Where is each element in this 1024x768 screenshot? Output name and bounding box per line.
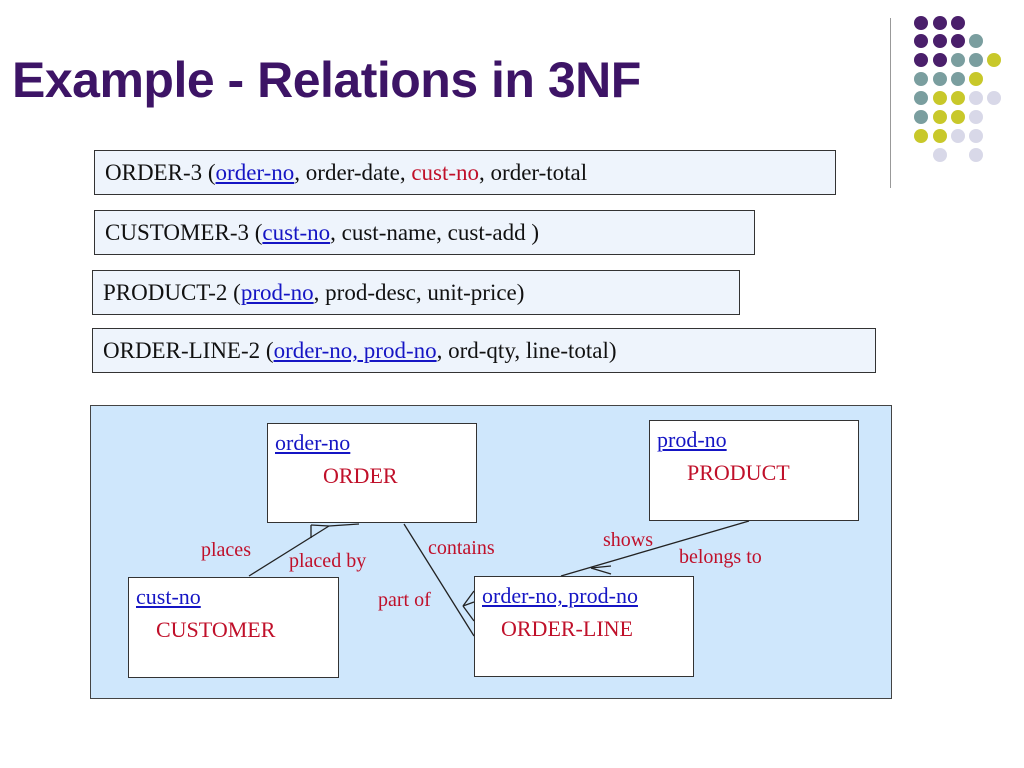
primary-key: order-no [215,160,295,185]
decorative-dot [969,72,983,86]
decorative-dot [969,91,983,105]
relation-name: ORDER-LINE-2 [103,338,261,363]
entity-customer: cust-no CUSTOMER [128,577,339,678]
decorative-dot [933,53,947,67]
decorative-dot [914,16,928,30]
attribute: order-date [305,160,400,185]
crowsfoot-orderline-2 [462,601,475,607]
entity-name: ORDER [323,463,398,488]
decorative-divider [890,18,891,188]
relationship-label-placed-by: placed by [289,550,367,572]
decorative-dot [914,110,928,124]
decorative-dot [914,34,928,48]
line-order-orderline [403,523,475,637]
relation-customer-3: CUSTOMER-3 (cust-no, cust-name, cust-add… [94,210,755,255]
primary-key: cust-no [262,220,331,245]
decorative-dot [933,91,947,105]
er-diagram: order-no ORDER prod-no PRODUCT cust-no C… [90,405,892,699]
relation-order-line-2: ORDER-LINE-2 (order-no, prod-no, ord-qty… [92,328,876,373]
entity-key: order-no, prod-no [482,583,638,608]
decorative-dot [933,34,947,48]
entity-order-line: order-no, prod-no ORDER-LINE [474,576,694,677]
line-product-orderline [560,520,750,577]
relation-product-2: PRODUCT-2 (prod-no, prod-desc, unit-pric… [92,270,740,315]
decorative-dot [933,148,947,162]
entity-name: CUSTOMER [156,617,276,642]
primary-key: order-no, prod-no [273,338,437,363]
relation-name: PRODUCT-2 [103,280,228,305]
decorative-dot [969,129,983,143]
crowsfoot-order-1 [310,524,330,527]
slide-title: Example - Relations in 3NF [12,52,641,108]
decorative-dot [951,129,965,143]
decorative-dot [914,53,928,67]
relationship-lines [248,520,750,637]
decorative-dot [951,91,965,105]
decorative-dot [969,53,983,67]
decorative-dot [987,53,1001,67]
decorative-dot [951,110,965,124]
relation-name: ORDER-3 [105,160,203,185]
entity-name: ORDER-LINE [501,616,633,641]
decorative-dot [951,16,965,30]
decorative-dot [951,72,965,86]
crowsfoot-product-1 [590,567,612,575]
line-order-customer [248,525,330,577]
decorative-dot [969,110,983,124]
decorative-dot-grid [914,16,1001,162]
crowsfoot-order-2 [328,523,360,527]
entity-key: prod-no [657,427,727,452]
decorative-dot [914,91,928,105]
decorative-dot [933,129,947,143]
relationship-label-part-of: part of [378,589,431,611]
relationship-label-shows: shows [603,529,654,551]
decorative-dot [933,72,947,86]
crowsfoot-orderline-3 [462,605,475,622]
relationship-label-places: places [201,539,251,561]
decorative-dot [933,16,947,30]
primary-key: prod-no [240,280,314,305]
decorative-dot [969,34,983,48]
entity-name: PRODUCT [687,460,790,485]
relation-order-3: ORDER-3 (order-no, order-date, cust-no, … [94,150,836,195]
decorative-dot [951,53,965,67]
entity-product: prod-no PRODUCT [649,420,859,521]
relationship-label-belongs-to: belongs to [679,546,762,568]
foreign-key: cust-no [411,160,480,185]
decorative-dot [951,34,965,48]
decorative-dot [914,72,928,86]
entity-order: order-no ORDER [267,423,477,523]
decorative-dot [969,148,983,162]
entity-key: order-no [275,430,351,455]
decorative-dot [987,91,1001,105]
relationship-label-contains: contains [428,537,495,559]
decorative-dot [914,129,928,143]
entity-key: cust-no [136,584,201,609]
crowsfoot-orderline-1 [462,590,475,607]
relation-name: CUSTOMER-3 [105,220,249,245]
crowsfoot-product-2 [590,565,612,569]
decorative-dot [933,110,947,124]
